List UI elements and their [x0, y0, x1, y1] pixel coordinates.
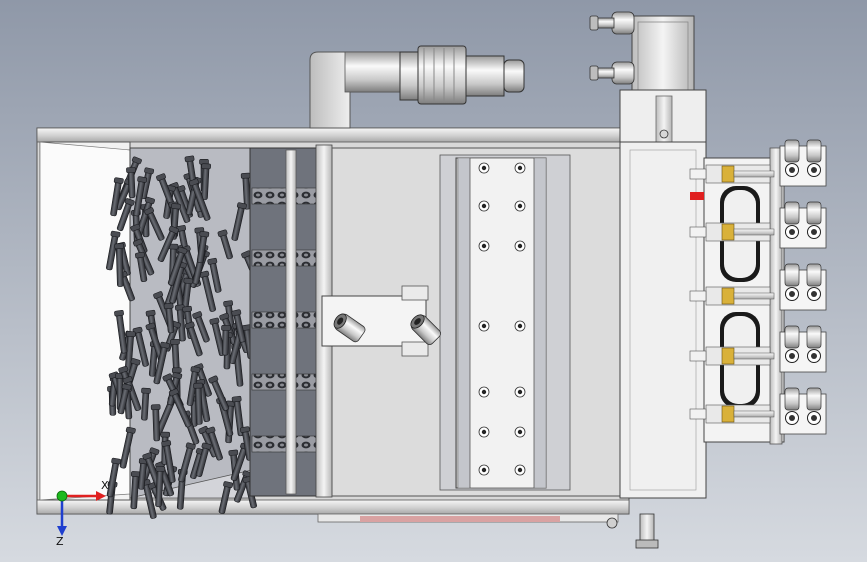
hopper-pin [186, 366, 201, 406]
coordinate-triad: X Z [56, 479, 109, 548]
hopper-pin [221, 324, 231, 356]
cap-screw [478, 320, 490, 332]
hopper-pin [240, 172, 251, 210]
hopper-pin [167, 246, 188, 286]
hopper-pin [157, 225, 179, 263]
hopper-pin [116, 198, 135, 232]
hopper-pin [110, 177, 124, 217]
hopper-pin [141, 387, 151, 421]
cap-screw [514, 386, 526, 398]
cap-screw [478, 240, 490, 252]
hopper-pin [192, 311, 210, 343]
hopper-pin [178, 442, 196, 483]
hopper-pin [231, 202, 247, 241]
hopper-pin [208, 375, 230, 411]
quick-coupling[interactable] [399, 45, 525, 105]
hopper-pin [106, 457, 122, 498]
hopper-pin [231, 309, 246, 343]
valve-port[interactable] [689, 164, 775, 184]
hopper-pin [205, 426, 223, 461]
hopper-pin [114, 243, 125, 287]
valve-port[interactable] [689, 404, 775, 424]
hopper-pin [217, 229, 233, 260]
quick-fitting[interactable] [779, 139, 827, 187]
quick-fitting[interactable] [779, 201, 827, 249]
hopper-pin [199, 270, 216, 312]
hopper-pin [168, 388, 192, 428]
hopper-pin [106, 230, 121, 271]
hopper-pin [117, 383, 132, 415]
cap-screw [514, 320, 526, 332]
cap-screw [478, 386, 490, 398]
quick-fitting[interactable] [779, 387, 827, 435]
hopper-pin [188, 178, 211, 221]
hopper-pin [209, 317, 226, 357]
hopper-pin [193, 382, 203, 425]
hopper-pin [174, 304, 186, 342]
hopper-pin [114, 310, 128, 354]
hopper-pin [195, 442, 212, 477]
quick-fitting[interactable] [779, 325, 827, 373]
valve-port[interactable] [689, 346, 775, 366]
hopper-pin [184, 321, 203, 357]
hopper-pin [196, 230, 210, 264]
hopper-pin [170, 338, 180, 370]
cap-screw [514, 240, 526, 252]
hopper-pin [119, 426, 136, 469]
hopper-pin [201, 163, 211, 200]
x-axis-label: X [101, 479, 109, 492]
top-elbow-fitting-1[interactable] [589, 11, 635, 35]
angled-fitting-right[interactable] [408, 312, 443, 347]
hopper-pin [231, 395, 245, 437]
cap-screw [514, 200, 526, 212]
hopper-pin [207, 257, 222, 293]
hopper-pin [161, 440, 176, 483]
hopper-pin [133, 176, 148, 217]
red-marker [690, 192, 704, 200]
angled-fitting-left[interactable] [331, 311, 367, 344]
valve-block[interactable] [689, 147, 785, 445]
z-axis-label: Z [56, 535, 64, 548]
hopper-pin [155, 465, 166, 508]
slider-assembly[interactable] [321, 147, 633, 497]
cap-screw [478, 464, 490, 476]
hopper[interactable] [39, 141, 263, 519]
hopper-pin [153, 341, 170, 385]
quick-fitting[interactable] [779, 263, 827, 311]
air-pipe[interactable] [309, 51, 406, 129]
hopper-pin [130, 471, 141, 510]
hopper-pin [163, 302, 175, 334]
hopper-pin [218, 481, 234, 514]
hopper-pin [150, 404, 161, 442]
cap-screw [514, 426, 526, 438]
hopper-pin [134, 251, 148, 283]
quick-fittings[interactable] [779, 139, 827, 435]
right-cylinder[interactable] [589, 11, 707, 549]
hopper-pins [106, 155, 262, 519]
valve-port[interactable] [689, 222, 775, 242]
hopper-pin [144, 207, 165, 241]
cap-screw [514, 464, 526, 476]
cap-screw [478, 426, 490, 438]
valve-port[interactable] [689, 286, 775, 306]
cap-screw [478, 200, 490, 212]
bottom-strip [360, 516, 560, 522]
cap-screw [478, 162, 490, 174]
cap-screw [514, 162, 526, 174]
top-elbow-fitting-2[interactable] [589, 61, 635, 85]
hopper-pin [126, 167, 136, 199]
